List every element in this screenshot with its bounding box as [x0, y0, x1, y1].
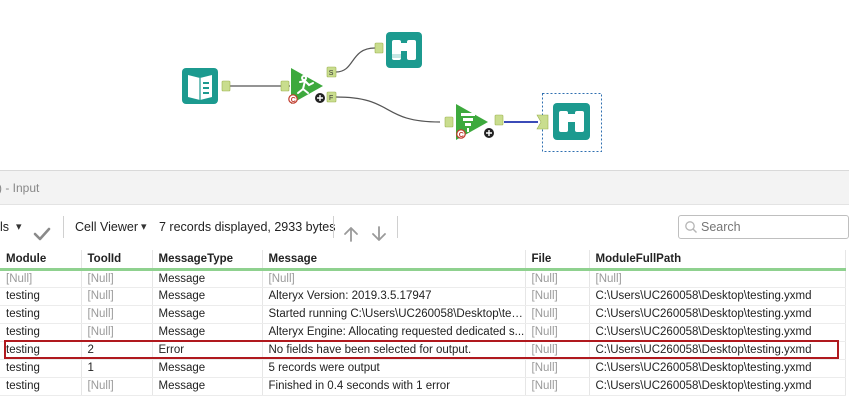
cell-file[interactable]: [Null]: [525, 287, 590, 306]
false-anchor-label: F: [329, 95, 333, 102]
connector-select-filter[interactable]: [335, 96, 441, 123]
filter-icon: [461, 113, 475, 132]
search-icon: [685, 221, 697, 233]
cell-toolid[interactable]: 1: [81, 359, 153, 378]
cell-toolid[interactable]: [Null]: [81, 377, 153, 396]
table-row[interactable]: testing [Null] Message Started running C…: [0, 305, 846, 324]
column-header-toolid[interactable]: ToolId: [81, 250, 153, 271]
filter-tool[interactable]: C: [444, 104, 504, 140]
cell-module[interactable]: testing: [0, 305, 82, 324]
select-tool[interactable]: C S F: [280, 66, 337, 104]
search-box[interactable]: [678, 215, 849, 239]
toolbar-divider: [63, 216, 64, 238]
cell-toolid[interactable]: [Null]: [81, 287, 153, 306]
cell-messagetype[interactable]: Message: [152, 305, 263, 324]
column-header-modulefullpath[interactable]: ModuleFullPath: [589, 250, 846, 271]
table-row[interactable]: testing [Null] Message Finished in 0.4 s…: [0, 377, 846, 396]
svg-text:C: C: [459, 132, 464, 139]
cell-toolid[interactable]: 2: [81, 341, 153, 360]
cell-messagetype[interactable]: Message: [152, 287, 263, 306]
chevron-down-icon[interactable]: ▾: [141, 221, 147, 233]
table-row[interactable]: testing [Null] Message Alteryx Version: …: [0, 287, 846, 306]
results-window: ) - Input ls ▾ Cell Viewer ▾ 7 records d…: [0, 170, 849, 409]
table-header-row: Module ToolId MessageType Message File M…: [0, 250, 846, 271]
cell-file[interactable]: [Null]: [525, 269, 590, 288]
results-table: Module ToolId MessageType Message File M…: [0, 250, 846, 396]
table-row[interactable]: testing 1 Message 5 records were output …: [0, 359, 846, 378]
cell-file[interactable]: [Null]: [525, 305, 590, 324]
running-man-icon: [297, 75, 314, 94]
table-row[interactable]: testing [Null] Message Alteryx Engine: A…: [0, 323, 846, 342]
cell-toolid[interactable]: [Null]: [81, 269, 153, 288]
cell-module[interactable]: testing: [0, 323, 82, 342]
cell-module[interactable]: testing: [0, 377, 82, 396]
arrow-up-icon[interactable]: [342, 218, 360, 242]
cell-modulefullpath[interactable]: C:\Users\UC260058\Desktop\testing.yxmd: [589, 341, 846, 360]
cell-messagetype[interactable]: Error: [152, 341, 263, 360]
cell-modulefullpath[interactable]: C:\Users\UC260058\Desktop\testing.yxmd: [589, 359, 846, 378]
cell-file[interactable]: [Null]: [525, 341, 590, 360]
cell-modulefullpath[interactable]: C:\Users\UC260058\Desktop\testing.yxmd: [589, 305, 846, 324]
connector-select-browse[interactable]: [335, 47, 376, 73]
cell-message[interactable]: Alteryx Version: 2019.3.5.17947: [262, 287, 526, 306]
table-row[interactable]: [Null] [Null] Message [Null] [Null] [Nul…: [0, 269, 846, 288]
output-anchor[interactable]: [221, 80, 231, 92]
cell-message[interactable]: [Null]: [262, 269, 526, 288]
table-row-error[interactable]: testing 2 Error No fields have been sele…: [0, 341, 846, 360]
cell-file[interactable]: [Null]: [525, 359, 590, 378]
column-header-module[interactable]: Module: [0, 250, 82, 271]
cell-message[interactable]: Started running C:\Users\UC260058\Deskto…: [262, 305, 526, 324]
cell-messagetype[interactable]: Message: [152, 323, 263, 342]
fields-dropdown[interactable]: ls: [0, 220, 10, 234]
cell-viewer-dropdown[interactable]: Cell Viewer: [75, 220, 138, 234]
cell-modulefullpath[interactable]: [Null]: [589, 269, 846, 288]
cell-message[interactable]: No fields have been selected for output.: [262, 341, 526, 360]
chevron-down-icon[interactable]: ▾: [16, 221, 22, 233]
cell-toolid[interactable]: [Null]: [81, 323, 153, 342]
true-anchor-label: S: [329, 70, 334, 77]
binoculars-icon: [559, 111, 584, 132]
svg-text:C: C: [291, 97, 296, 104]
cell-modulefullpath[interactable]: C:\Users\UC260058\Desktop\testing.yxmd: [589, 377, 846, 396]
cell-message[interactable]: Finished in 0.4 seconds with 1 error: [262, 377, 526, 396]
toolbar-divider: [333, 216, 334, 238]
browse-tool-selected[interactable]: [536, 93, 602, 152]
cell-module[interactable]: testing: [0, 287, 82, 306]
records-info: 7 records displayed, 2933 bytes: [159, 220, 336, 234]
column-header-file[interactable]: File: [525, 250, 590, 271]
column-header-messagetype[interactable]: MessageType: [152, 250, 263, 271]
toolbar-divider: [397, 216, 398, 238]
workflow-canvas[interactable]: C S F: [0, 0, 849, 170]
cell-module[interactable]: testing: [0, 359, 82, 378]
cell-messagetype[interactable]: Message: [152, 377, 263, 396]
cell-message[interactable]: Alteryx Engine: Allocating requested ded…: [262, 323, 526, 342]
browse-tool-top[interactable]: [374, 32, 422, 68]
cell-module[interactable]: testing: [0, 341, 82, 360]
results-title: ) - Input: [0, 181, 40, 195]
cell-modulefullpath[interactable]: C:\Users\UC260058\Desktop\testing.yxmd: [589, 287, 846, 306]
search-input[interactable]: [701, 218, 841, 236]
cell-file[interactable]: [Null]: [525, 377, 590, 396]
results-toolbar: ls ▾ Cell Viewer ▾ 7 records displayed, …: [0, 206, 849, 248]
binoculars-icon: [392, 40, 416, 60]
cell-toolid[interactable]: [Null]: [81, 305, 153, 324]
checkmark-icon[interactable]: [33, 218, 51, 241]
cell-file[interactable]: [Null]: [525, 323, 590, 342]
cell-modulefullpath[interactable]: C:\Users\UC260058\Desktop\testing.yxmd: [589, 323, 846, 342]
cell-module[interactable]: [Null]: [0, 269, 82, 288]
arrow-down-icon[interactable]: [370, 218, 388, 241]
workflow-connections: C S F: [182, 32, 602, 152]
results-title-bar: ) - Input: [0, 171, 849, 205]
input-tool[interactable]: [182, 68, 231, 104]
cell-messagetype[interactable]: Message: [152, 269, 263, 288]
cell-message[interactable]: 5 records were output: [262, 359, 526, 378]
cell-messagetype[interactable]: Message: [152, 359, 263, 378]
column-header-message[interactable]: Message: [262, 250, 526, 271]
